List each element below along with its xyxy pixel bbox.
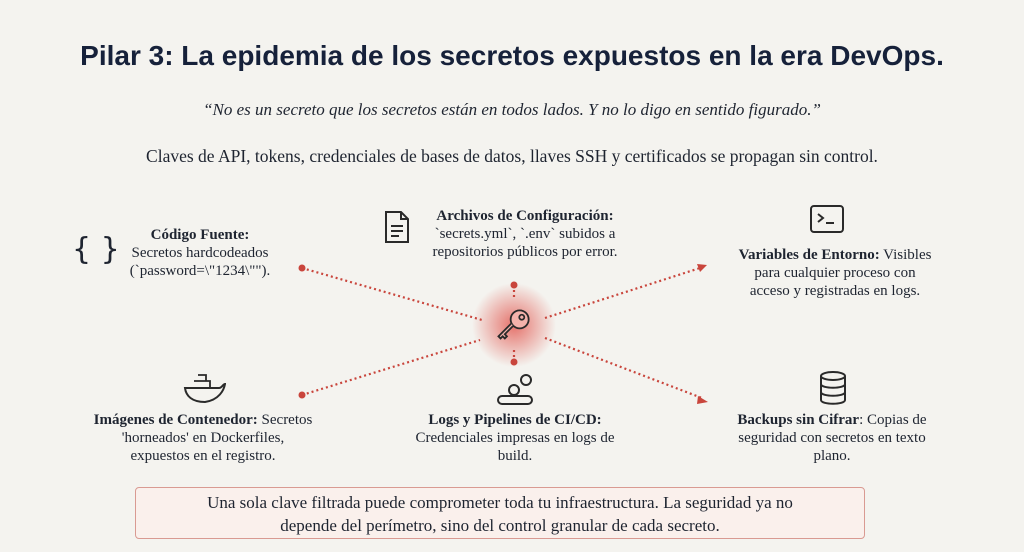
node-archivos-config: Archivos de Configuración: `secrets.yml`… <box>410 207 640 261</box>
docker-whale-icon <box>183 374 226 404</box>
callout-text: Una sola clave filtrada puede compromete… <box>207 493 793 512</box>
node-codigo-fuente: Código Fuente: Secretos hardcodeados (`p… <box>105 226 295 280</box>
node-heading: Logs y Pipelines de CI/CD: <box>428 412 602 428</box>
node-heading: Variables de Entorno: <box>738 247 880 263</box>
node-text: plano. <box>813 448 851 464</box>
node-text: seguridad con secretos en texto <box>738 430 926 446</box>
line-imagenes <box>301 338 481 397</box>
node-text: : Copias de <box>859 412 927 428</box>
node-text: (`password=\"1234\""). <box>129 263 271 279</box>
dot-codigo <box>298 264 306 272</box>
node-text: acceso y registradas en logs. <box>749 283 921 299</box>
node-text: build. <box>497 448 533 464</box>
node-heading: Código Fuente: <box>150 227 250 243</box>
line-variables <box>544 266 701 320</box>
node-text: 'horneados' en Dockerfiles, <box>121 430 285 446</box>
database-icon <box>820 371 846 405</box>
node-heading: Imágenes de Contenedor: <box>93 412 258 428</box>
dot-logs <box>510 358 518 366</box>
dot-archivos <box>510 281 518 289</box>
node-text: Credenciales impresas en logs de <box>415 430 615 446</box>
line-backups <box>544 336 703 400</box>
callout-box: Una sola clave filtrada puede compromete… <box>135 487 865 539</box>
arrow-backups <box>697 396 708 404</box>
pipeline-gears-icon <box>497 374 533 405</box>
node-text: repositorios públicos por error. <box>432 244 618 260</box>
document-icon <box>385 211 409 243</box>
node-heading: Backups sin Cifrar <box>737 412 860 428</box>
subtitle: Claves de API, tokens, credenciales de b… <box>146 146 878 166</box>
node-text: Visibles <box>879 247 932 263</box>
node-text: Secretos <box>257 412 313 428</box>
line-codigo <box>301 266 483 322</box>
node-imagenes-contenedor: Imágenes de Contenedor: Secretos 'hornea… <box>72 411 334 465</box>
node-heading: Archivos de Configuración: <box>436 208 614 224</box>
slide-title: Pilar 3: La epidemia de los secretos exp… <box>80 40 944 71</box>
node-text: expuestos en el registro. <box>130 448 276 464</box>
quote: “No es un secreto que los secretos están… <box>203 100 821 119</box>
node-logs-pipelines: Logs y Pipelines de CI/CD: Credenciales … <box>385 411 645 465</box>
node-text: `secrets.yml`, `.env` subidos a <box>434 226 616 242</box>
node-text: Secretos hardcodeados <box>131 245 269 261</box>
key-icon <box>497 309 530 340</box>
dot-imagenes <box>298 391 306 399</box>
arrow-variables <box>697 264 707 272</box>
terminal-icon <box>810 205 844 233</box>
callout-text: depende del perímetro, sino del control … <box>280 516 720 535</box>
node-backups: Backups sin Cifrar: Copias de seguridad … <box>712 411 952 465</box>
code-braces-icon: { } <box>72 232 120 267</box>
node-text: para cualquier proceso con <box>754 265 916 281</box>
node-variables-entorno: Variables de Entorno: Visibles para cual… <box>715 246 955 300</box>
